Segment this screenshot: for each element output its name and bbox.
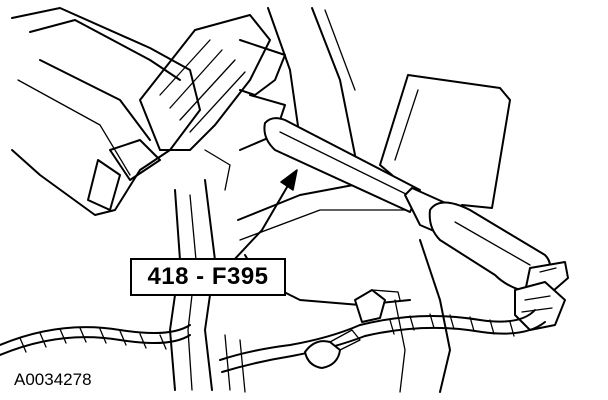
special-tool xyxy=(263,117,569,299)
callout-arrow xyxy=(231,169,298,263)
housing-assembly xyxy=(11,7,286,216)
wire-harness xyxy=(0,289,546,393)
tool-number-callout: 418 - F395 xyxy=(130,258,286,296)
sensor-connector xyxy=(514,281,566,331)
figure-id: A0034278 xyxy=(14,370,92,389)
